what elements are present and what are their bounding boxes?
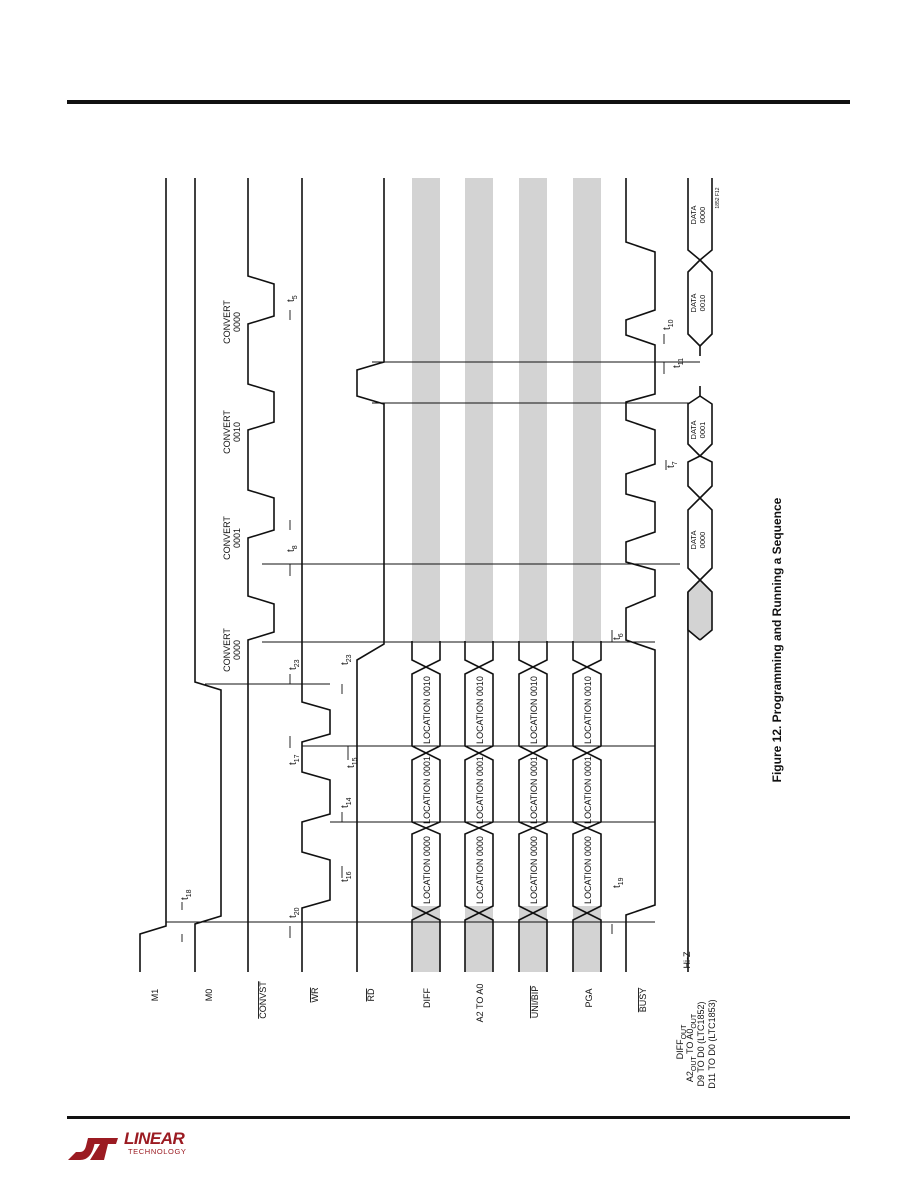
t23b-label: t23	[340, 654, 353, 665]
bus-outlines	[411, 641, 602, 972]
t19-label: t19	[612, 877, 625, 888]
out-d11: D11 TO D0 (LTC1853)	[707, 999, 717, 1088]
out-a0-sub: OUT	[691, 1013, 698, 1029]
data-0-word: DATA	[689, 531, 698, 550]
diff-loc-1: LOCATION 0001	[422, 756, 432, 824]
t7-label: t7	[666, 461, 679, 468]
unibip-bus-shade-b	[519, 178, 547, 641]
figure-tag: 1852 F12	[715, 187, 721, 208]
out-a2-sub: OUT	[691, 1056, 698, 1072]
unibip-loc-0: LOCATION 0000	[529, 836, 539, 904]
convert-3-code: 0000	[232, 312, 242, 332]
output-bus-shade	[688, 580, 712, 640]
data-0-code: 0000	[698, 532, 707, 549]
rd-waveform	[356, 178, 385, 972]
guide-lines	[166, 361, 700, 923]
convert-labels: CONVERT 0000 CONVERT 0001 CONVERT 0010 C…	[222, 300, 242, 672]
timing-labels: t18 t20 t16 t14 t17 t15 t23 t23 t19 t6 t…	[180, 295, 685, 918]
out-d9: D9 TO D0 (LTC1852)	[696, 1001, 706, 1086]
t5-label: t5	[286, 295, 299, 302]
diff-bus-shade-a	[412, 906, 440, 972]
t16-label: t16	[340, 871, 353, 882]
convert-2-code: 0010	[232, 422, 242, 442]
lt-logo-mark	[68, 1138, 118, 1160]
busy-waveform	[625, 178, 656, 972]
a2-loc-2: LOCATION 0010	[475, 676, 485, 744]
t10-label: t10	[662, 319, 675, 330]
label-m0: M0	[204, 989, 214, 1002]
label-unibip: UNI/BIP	[530, 986, 540, 1019]
convert-1-word: CONVERT	[222, 516, 232, 560]
out-a0: TO A0	[685, 1029, 695, 1057]
m1-waveform	[139, 178, 167, 972]
figure-caption: Figure 12. Programming and Running a Seq…	[770, 497, 784, 782]
t18-label: t18	[180, 889, 193, 900]
label-convst: CONVST	[258, 981, 268, 1019]
a2-loc-1: LOCATION 0001	[475, 756, 485, 824]
t15-label: t15	[346, 757, 359, 768]
a2-bus-shade-b	[465, 178, 493, 641]
out-diff: DIFF	[675, 1039, 685, 1059]
diff-loc-2: LOCATION 0010	[422, 676, 432, 744]
bottom-rule	[67, 1116, 850, 1119]
unibip-loc-2: LOCATION 0010	[529, 676, 539, 744]
pga-loc-0: LOCATION 0000	[583, 836, 593, 904]
pga-bus-shade-b	[573, 178, 601, 641]
top-rule	[67, 100, 850, 104]
label-rd: RD	[366, 988, 376, 1001]
unibip-bus-shade-a	[519, 906, 547, 972]
logo-wordmark: LINEAR TECHNOLOGY	[124, 1130, 187, 1156]
t14-label: t14	[340, 797, 353, 808]
data-3-code: 0000	[698, 207, 707, 224]
location-labels: LOCATION 0000 LOCATION 0001 LOCATION 001…	[422, 676, 593, 904]
convert-1-code: 0001	[232, 528, 242, 548]
diff-bus-shade-b	[412, 178, 440, 641]
label-a2a0: A2 TO A0	[475, 984, 485, 1023]
data-2-word: DATA	[689, 294, 698, 313]
wr-waveform	[301, 178, 331, 972]
unibip-loc-1: LOCATION 0001	[529, 756, 539, 824]
label-m1: M1	[150, 989, 160, 1002]
logo-main: LINEAR	[124, 1129, 185, 1148]
label-wr: WR	[310, 987, 320, 1002]
timing-arrows	[181, 310, 667, 942]
t6-label: t6	[612, 633, 625, 640]
t8-label: t8	[286, 545, 299, 552]
svg-text:A2OUT TO A0OUT: A2OUT TO A0OUT	[685, 1013, 698, 1082]
a2-bus-shade-a	[465, 906, 493, 972]
t11-label: t11	[672, 358, 685, 368]
data-3-word: DATA	[689, 206, 698, 225]
out-a2: A2	[685, 1071, 695, 1082]
convert-2-word: CONVERT	[222, 410, 232, 454]
m0-waveform	[194, 178, 222, 972]
data-labels: DATA 0000 DATA 0001 DATA 0010 DATA 0000	[689, 206, 707, 550]
convert-3-word: CONVERT	[222, 300, 232, 344]
pga-loc-2: LOCATION 0010	[583, 676, 593, 744]
label-diff: DIFF	[422, 988, 432, 1008]
data-2-code: 0010	[698, 295, 707, 312]
linear-technology-logo	[68, 1138, 118, 1160]
data-1-word: DATA	[689, 421, 698, 440]
pga-loc-1: LOCATION 0001	[583, 756, 593, 824]
out-diff-sub: OUT	[681, 1024, 688, 1040]
output-label: DIFFOUT A2OUT TO A0OUT D9 TO D0 (LTC1852…	[675, 999, 717, 1088]
convst-waveform	[247, 178, 275, 972]
diff-loc-0: LOCATION 0000	[422, 836, 432, 904]
svg-text:DIFFOUT: DIFFOUT	[675, 1024, 688, 1060]
t20-label: t20	[288, 907, 301, 918]
logo-sub: TECHNOLOGY	[128, 1147, 187, 1156]
t23a-label: t23	[288, 659, 301, 670]
convert-0-word: CONVERT	[222, 628, 232, 672]
t17-label: t17	[288, 754, 301, 765]
data-1-code: 0001	[698, 422, 707, 439]
label-busy: BUSY	[638, 988, 648, 1013]
output-bus-outline	[687, 178, 713, 641]
a2-loc-0: LOCATION 0000	[475, 836, 485, 904]
convert-0-code: 0000	[232, 640, 242, 660]
label-hiz: Hi-Z	[682, 951, 692, 968]
label-pga: PGA	[584, 988, 594, 1007]
pga-bus-shade-a	[573, 906, 601, 972]
